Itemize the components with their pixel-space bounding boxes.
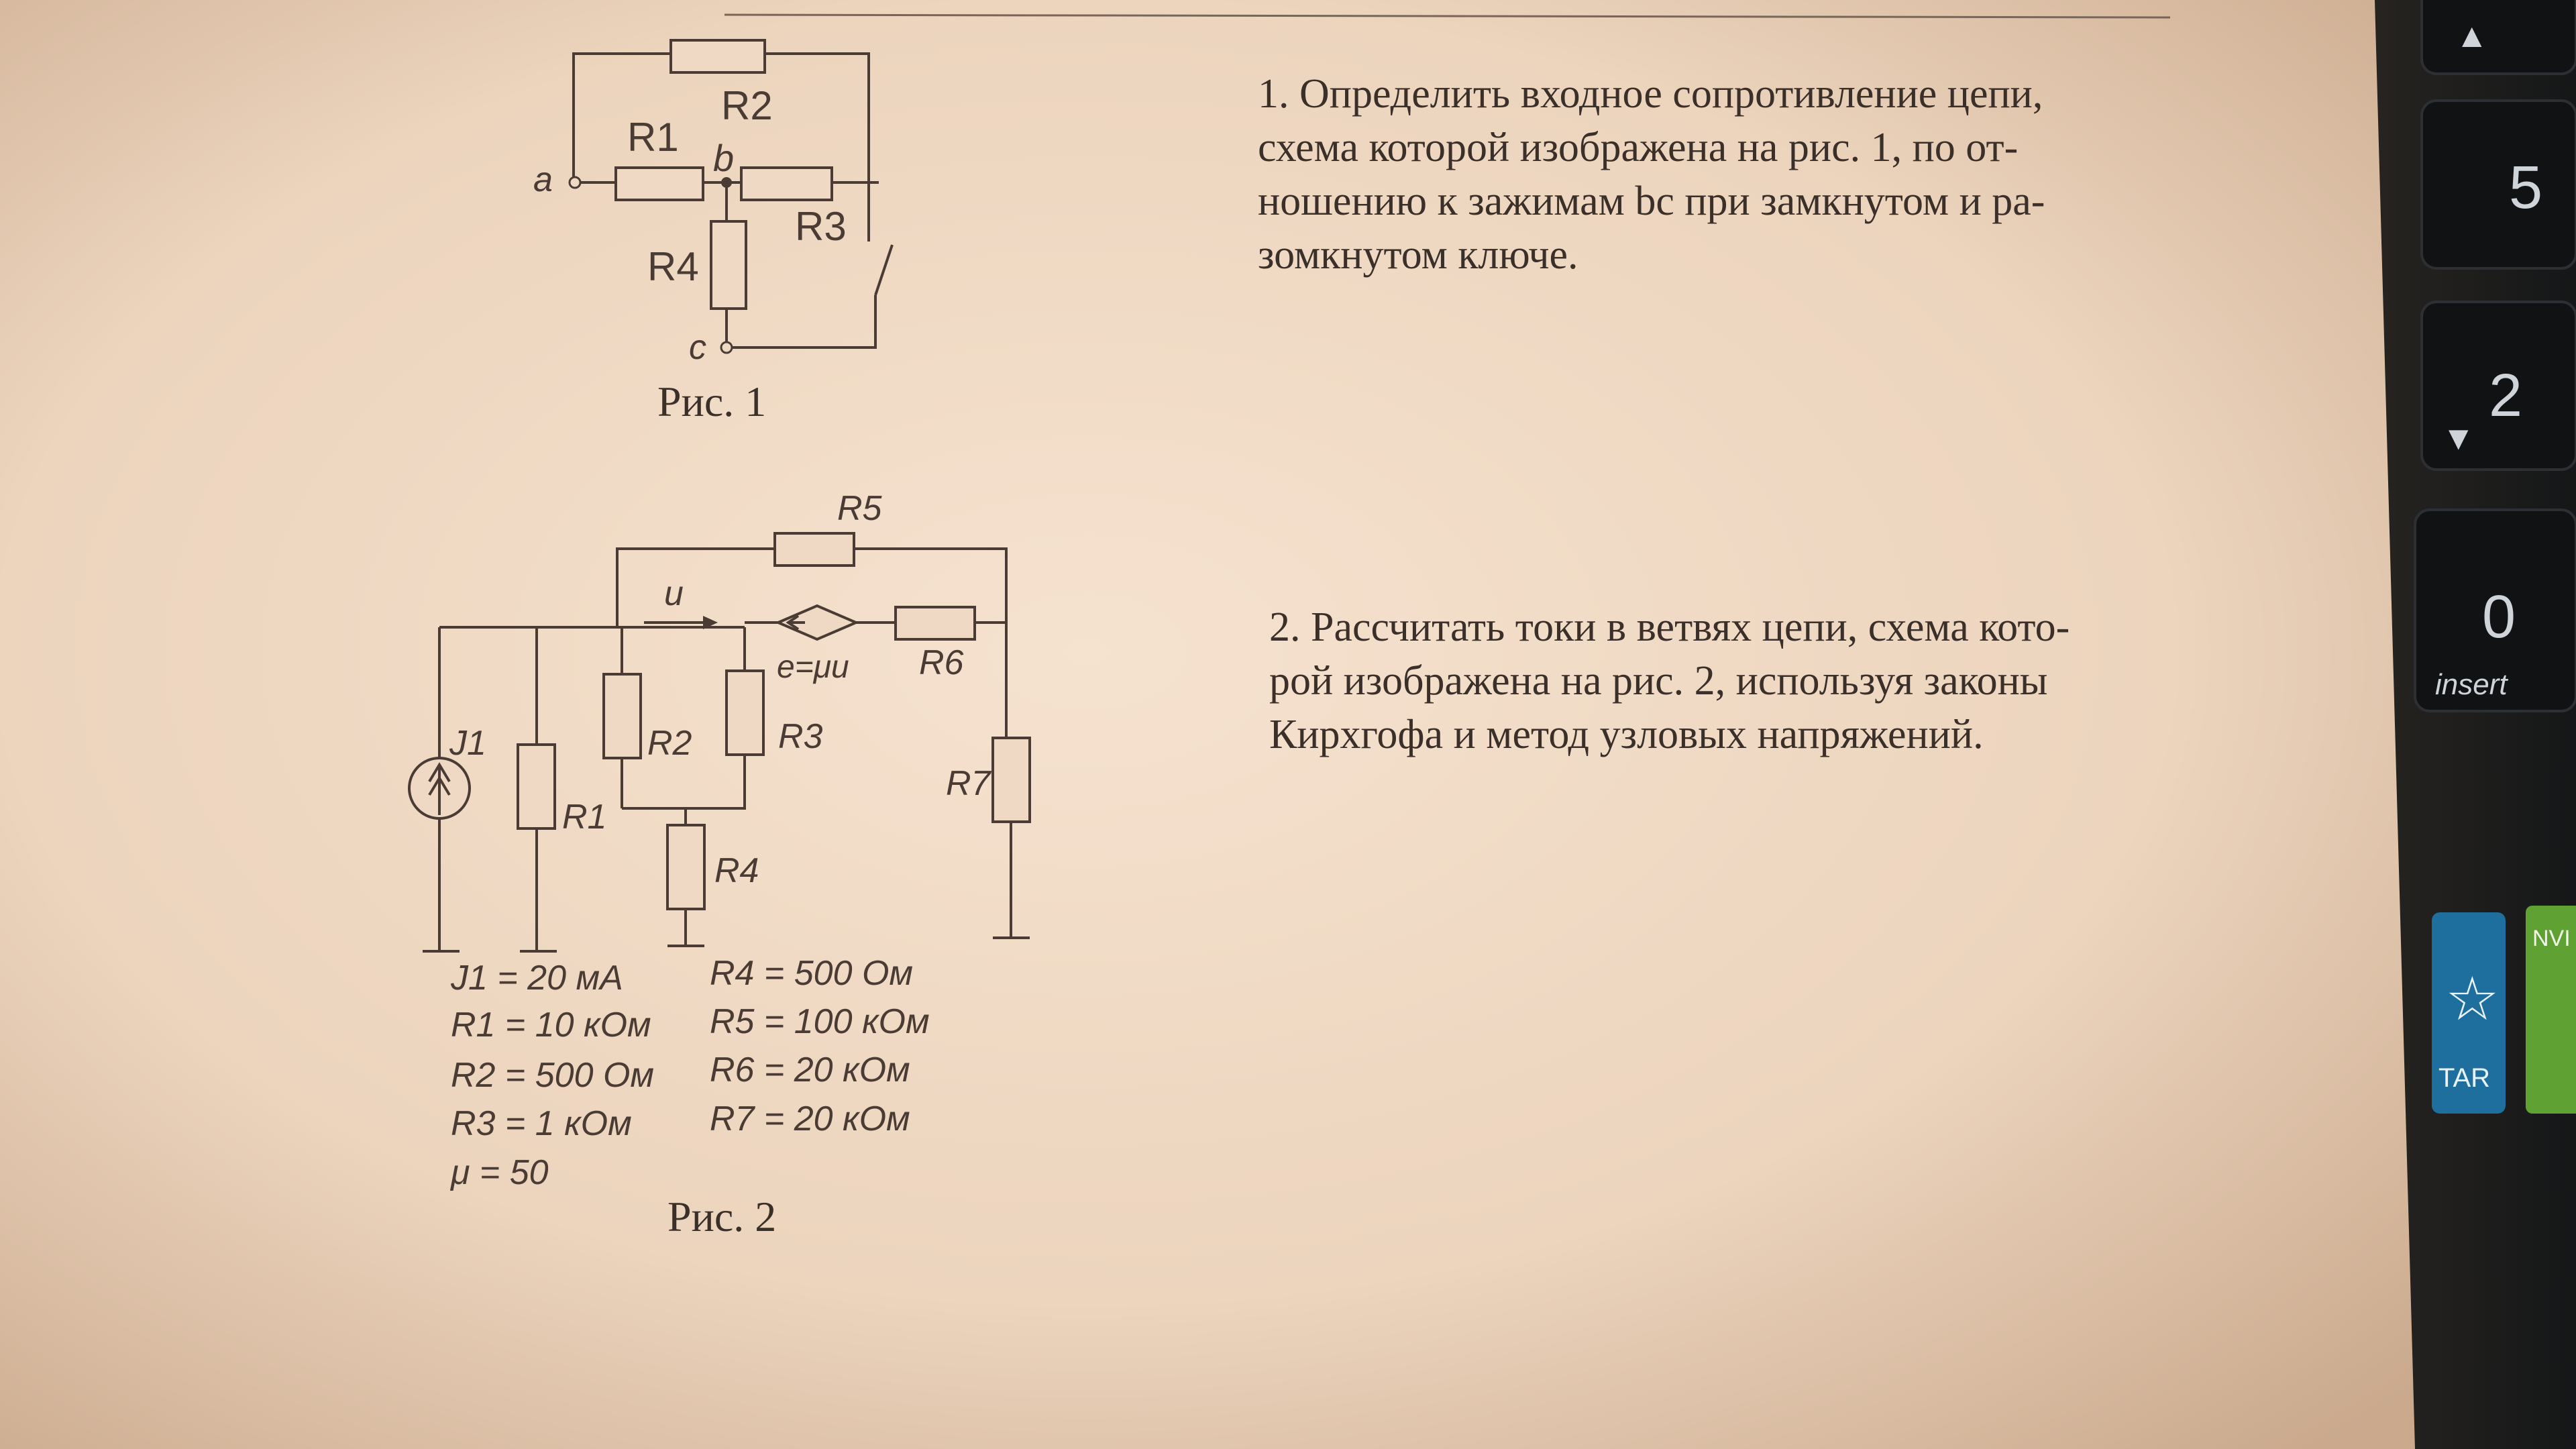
svg-text:R7: R7 xyxy=(946,764,992,803)
energy-star-sticker: ☆ TAR xyxy=(2432,912,2506,1114)
svg-text:b: b xyxy=(713,137,734,179)
key-2-label: 2 xyxy=(2489,362,2522,429)
svg-text:R4: R4 xyxy=(714,851,759,890)
key-up[interactable]: ▲ xyxy=(2420,0,2576,75)
svg-text:R1: R1 xyxy=(562,798,606,837)
dependent-voltage-source xyxy=(774,604,860,641)
svg-text:R4 = 500 Ом: R4 = 500 Ом xyxy=(710,954,913,993)
svg-text:R7 = 20 кОм: R7 = 20 кОм xyxy=(710,1099,910,1138)
svg-text:c: c xyxy=(689,328,706,367)
svg-text:R1: R1 xyxy=(627,115,679,160)
svg-text:R5 = 100 кОм: R5 = 100 кОм xyxy=(710,1002,930,1041)
resistor-r1-fig2 xyxy=(517,743,556,830)
resistor-r1-fig1 xyxy=(614,166,704,201)
svg-text:R1 = 10 кОм: R1 = 10 кОм xyxy=(451,1006,651,1044)
resistor-r3-fig2 xyxy=(725,669,765,756)
key-0-insert[interactable]: 0 insert xyxy=(2414,508,2576,712)
svg-text:R4: R4 xyxy=(647,244,699,289)
paper-sheet xyxy=(0,0,2415,1449)
figure-1-caption: Рис. 1 xyxy=(657,378,766,425)
key-2[interactable]: 2 ▼ xyxy=(2420,301,2576,471)
svg-text:R6: R6 xyxy=(919,643,964,682)
switch xyxy=(874,244,894,296)
key-5-label: 5 xyxy=(2509,154,2542,221)
key-5[interactable]: 5 xyxy=(2420,99,2576,270)
arrow-right-icon xyxy=(703,616,718,629)
svg-text:R3: R3 xyxy=(778,717,823,756)
figure-2-caption: Рис. 2 xyxy=(667,1193,776,1240)
svg-text:ношению к зажимам bc при замкн: ношению к зажимам bc при замкнутом и ра- xyxy=(1258,178,2045,224)
figure-2-circuit: R5 u e=μu R6 J1 R1 R2 R3 R4 R7 xyxy=(408,489,1031,953)
svg-text:e=μu: e=μu xyxy=(777,649,849,685)
task-1-text: 1. Определить входное сопротивление цепи… xyxy=(1258,71,2045,278)
resistor-r3-fig1 xyxy=(740,166,833,201)
top-rule xyxy=(724,13,2171,19)
svg-text:R5: R5 xyxy=(837,489,883,528)
svg-text:рой изображена на рис. 2, испо: рой изображена на рис. 2, используя зако… xyxy=(1269,658,2047,704)
svg-text:зомкнутом ключе.: зомкнутом ключе. xyxy=(1258,232,1578,278)
svg-text:J1: J1 xyxy=(449,724,486,763)
svg-text:μ = 50: μ = 50 xyxy=(449,1153,549,1192)
svg-text:схема которой изображена на ри: схема которой изображена на рис. 1, по о… xyxy=(1258,125,2018,170)
svg-text:R6 = 20 кОм: R6 = 20 кОм xyxy=(710,1051,910,1089)
svg-text:R3 = 1 кОм: R3 = 1 кОм xyxy=(451,1104,632,1143)
svg-text:Кирхгофа и метод узловых напря: Кирхгофа и метод узловых напряжений. xyxy=(1269,712,1984,757)
arrow-up-icon: ▲ xyxy=(2455,17,2489,54)
arrow-down-icon: ▼ xyxy=(2442,419,2475,457)
svg-text:u: u xyxy=(664,574,684,613)
star-icon: ☆ xyxy=(2445,964,2500,1034)
svg-text:1. Определить входное сопротив: 1. Определить входное сопротивление цепи… xyxy=(1258,71,2043,117)
task-2-text: 2. Рассчитать токи в ветвях цепи, схема … xyxy=(1269,604,2070,757)
svg-text:R2 = 500 Ом: R2 = 500 Ом xyxy=(451,1056,654,1095)
svg-text:NVI GE: NVI GE xyxy=(2532,926,2576,951)
resistor-r2-fig2 xyxy=(602,673,642,759)
resistor-r4-fig2 xyxy=(666,824,706,910)
svg-text:J1 = 20 мА: J1 = 20 мА xyxy=(450,959,623,998)
svg-text:R2: R2 xyxy=(647,724,692,763)
terminal-c xyxy=(720,341,733,354)
insert-label: insert xyxy=(2435,668,2508,701)
svg-text:R3: R3 xyxy=(795,204,847,249)
svg-text:TAR: TAR xyxy=(2438,1063,2490,1093)
key-0-label: 0 xyxy=(2482,584,2516,651)
resistor-r2-fig1 xyxy=(669,39,766,74)
figure-1-circuit: R2 R1 b R3 R4 a c xyxy=(533,39,894,367)
resistor-r5-fig2 xyxy=(773,532,855,567)
figure-2-parameters: J1 = 20 мА R1 = 10 кОм R2 = 500 Ом R3 = … xyxy=(449,954,930,1192)
nvidia-sticker: NVI GE xyxy=(2526,906,2576,1114)
svg-text:2. Рассчитать токи в ветвях це: 2. Рассчитать токи в ветвях цепи, схема … xyxy=(1269,604,2070,650)
resistor-r7-fig2 xyxy=(991,737,1031,823)
resistor-r4-fig1 xyxy=(710,220,747,310)
svg-text:a: a xyxy=(533,160,553,199)
resistor-r6-fig2 xyxy=(894,606,976,641)
svg-text:R2: R2 xyxy=(721,83,773,128)
terminal-a xyxy=(568,176,582,189)
